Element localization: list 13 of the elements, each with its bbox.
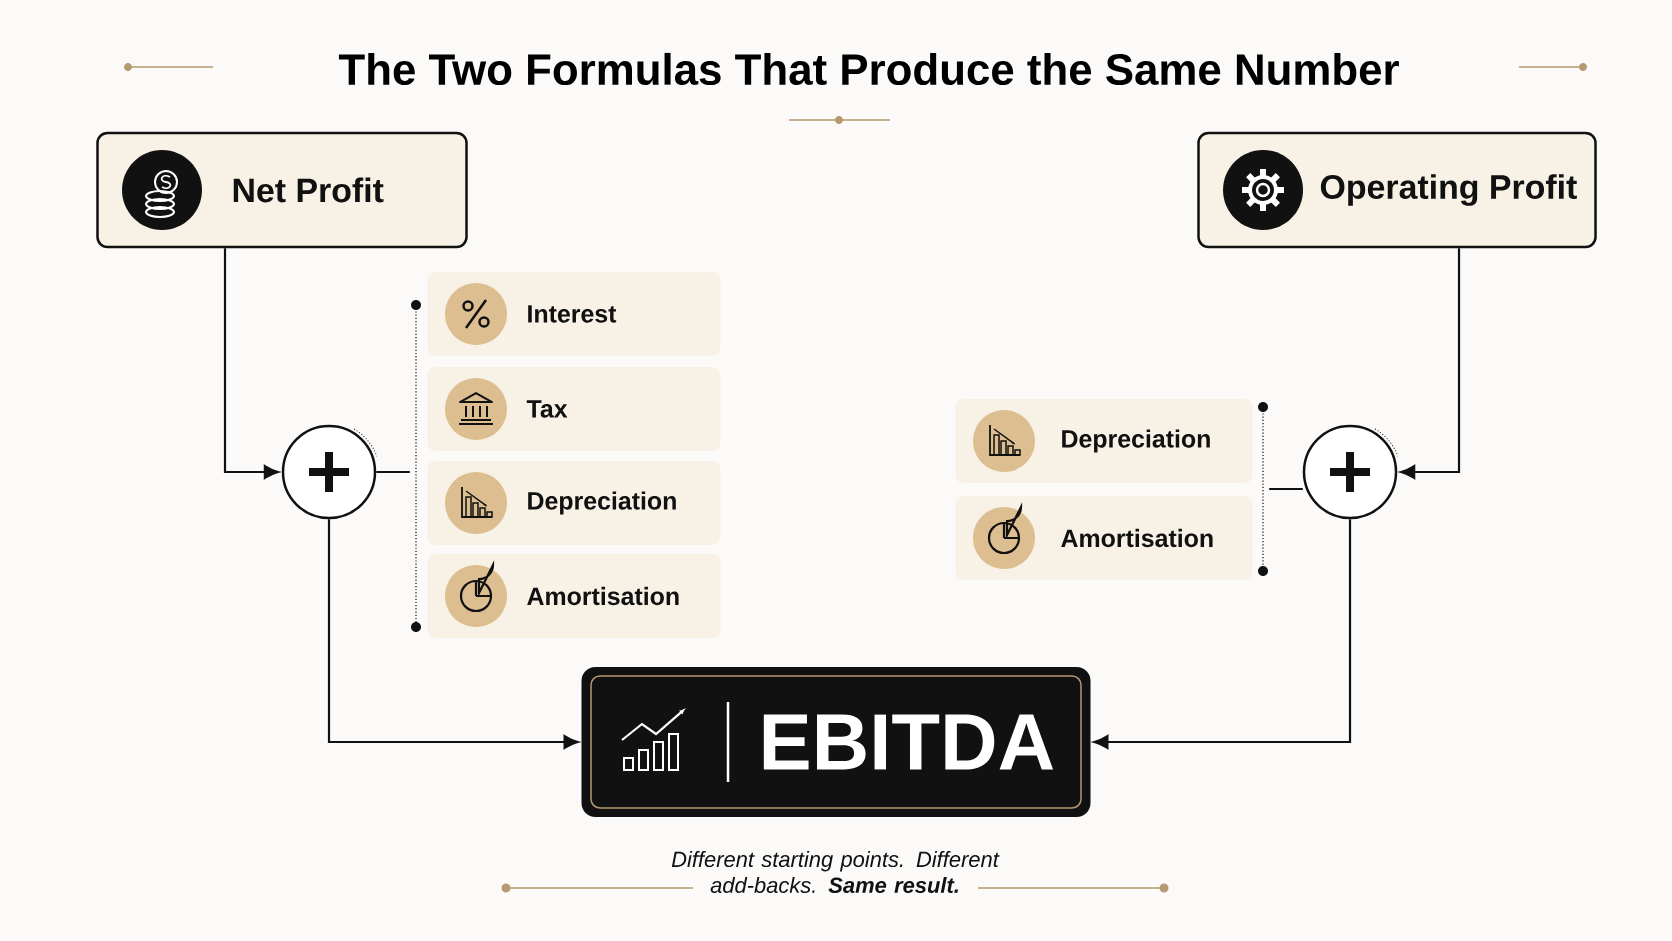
bracket	[1258, 402, 1268, 576]
arrow	[223, 248, 279, 479]
bracket	[411, 300, 421, 632]
result-box: EBITDA	[581, 667, 1091, 817]
caption: Different starting points. Different add-backs. Same result.	[671, 851, 1000, 893]
title: The Two Formulas That Produce the Same Number	[338, 52, 1399, 86]
plus-circle	[281, 424, 378, 520]
arrow	[327, 519, 579, 749]
connector-line	[376, 470, 410, 474]
plus-circle	[1302, 424, 1399, 520]
arrow	[1400, 248, 1461, 479]
connector-line	[1269, 487, 1303, 491]
arrow	[1093, 519, 1352, 749]
